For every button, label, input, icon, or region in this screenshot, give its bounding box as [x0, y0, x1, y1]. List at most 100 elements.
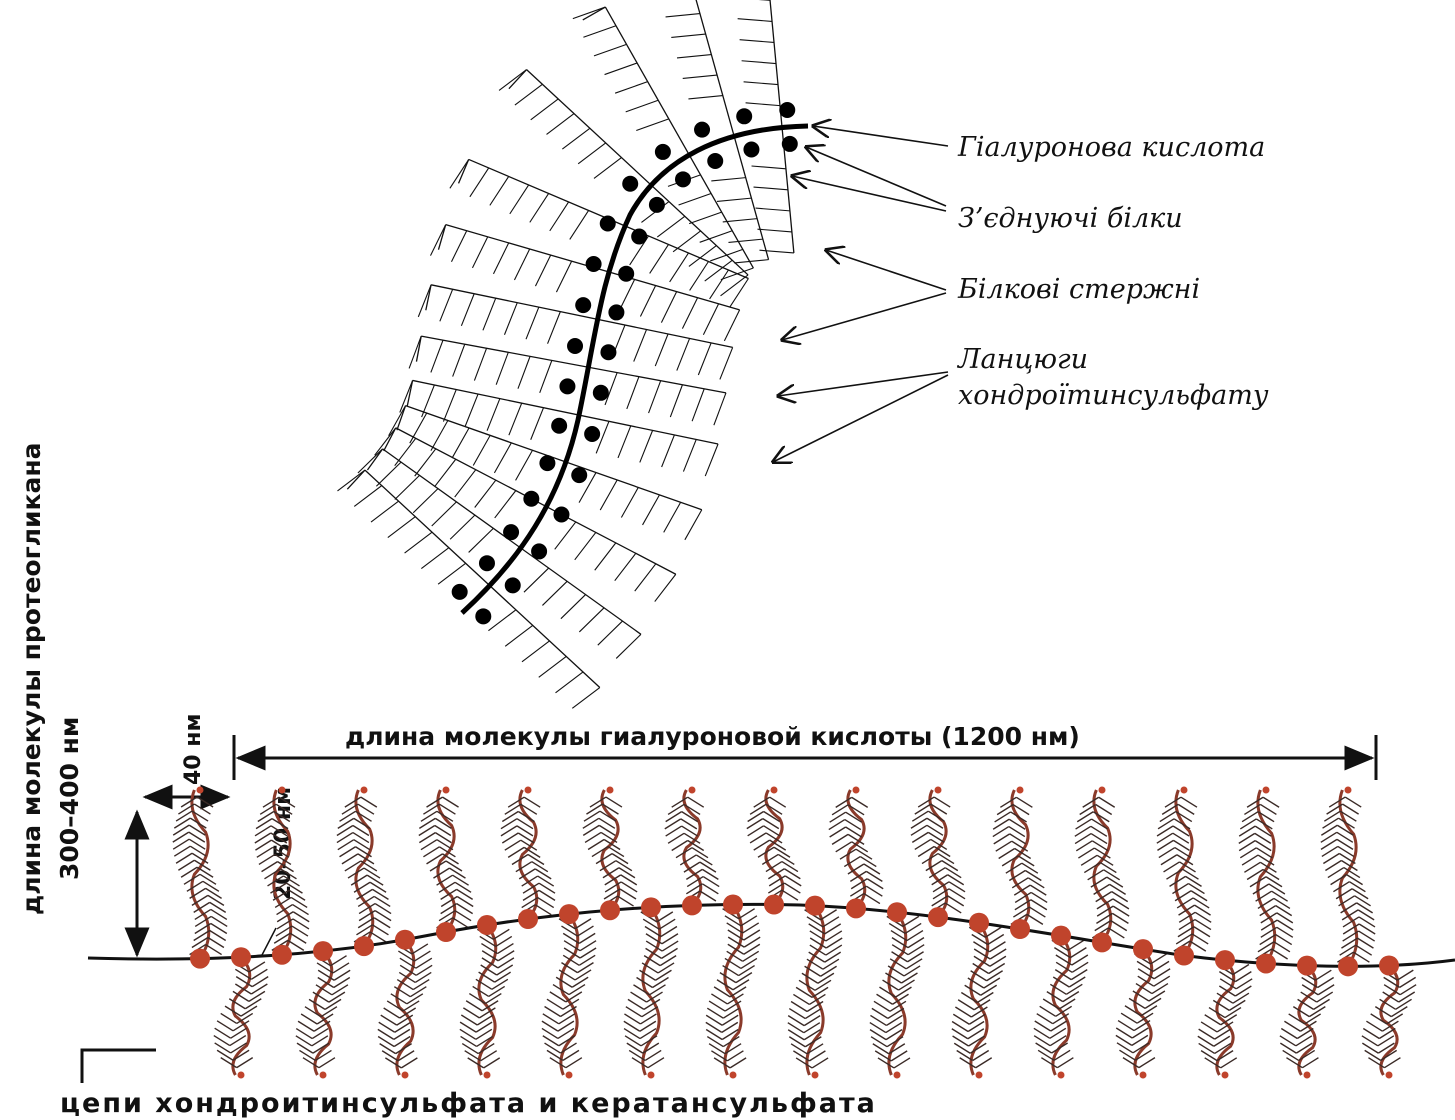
gag-chain	[215, 1028, 231, 1038]
gag-chain	[1186, 876, 1202, 886]
gag-chain	[899, 980, 915, 990]
strand-tip	[484, 1072, 491, 1079]
gag-chain	[812, 987, 828, 997]
cs-chain-bristle	[744, 82, 778, 85]
cs-chain-bristle	[685, 510, 702, 540]
proteoglycan-strand	[747, 787, 801, 905]
proteoglycan-strand	[1116, 949, 1170, 1078]
link-protein-dot	[782, 136, 798, 152]
cs-chain-bristle	[598, 621, 623, 645]
strand-tip	[648, 1072, 655, 1079]
gag-chain	[1153, 961, 1169, 971]
gag-chain	[905, 923, 921, 933]
cs-chain-bristle	[465, 394, 478, 426]
gag-chain	[237, 1058, 253, 1068]
link-node	[928, 907, 948, 927]
link-node	[1010, 919, 1030, 939]
gag-chain	[1121, 1013, 1137, 1023]
gag-chain	[1191, 891, 1207, 901]
gag-chain	[960, 1058, 976, 1068]
link-node	[641, 897, 661, 917]
link-node	[1256, 953, 1276, 973]
gag-chain	[1315, 970, 1331, 980]
gag-chain	[727, 1051, 743, 1061]
gag-chain	[1293, 1007, 1309, 1017]
link-protein-dot	[571, 467, 587, 483]
cs-chain-bristle	[643, 495, 660, 525]
cs-chain-bristle	[703, 304, 718, 335]
cs-chain-bristle	[756, 208, 790, 211]
gag-chain	[1166, 869, 1182, 879]
gag-chain	[561, 1043, 577, 1053]
strand-tip	[689, 787, 696, 794]
gag-chain	[741, 916, 757, 926]
cs-chain-bristle	[405, 532, 433, 553]
gag-chain	[423, 847, 439, 857]
gag-chain	[1159, 848, 1175, 858]
gag-chain	[832, 834, 848, 844]
cs-chain-bristle	[759, 250, 793, 253]
gag-chain	[194, 804, 210, 814]
core-protein-bristles	[337, 0, 793, 708]
gag-chain	[370, 882, 386, 892]
gag-chain	[1347, 875, 1363, 885]
cs-chain-bristle	[618, 426, 631, 458]
gag-chain	[628, 999, 644, 1009]
gag-chain	[290, 933, 306, 943]
gag-chain	[414, 951, 430, 961]
gag-chain	[791, 1044, 807, 1054]
cs-chain-bristle	[594, 158, 622, 179]
link-protein-dot	[584, 426, 600, 442]
gag-chain	[1397, 970, 1413, 980]
gag-chain	[200, 874, 216, 884]
strand-tip	[894, 1072, 901, 1079]
gag-chain	[505, 840, 521, 850]
gag-chain	[427, 797, 443, 807]
gag-chain	[1052, 1043, 1068, 1053]
cs-chain-bristle	[509, 403, 522, 435]
cs-chain-bristle	[548, 312, 561, 344]
cs-chain-bristle	[688, 96, 722, 99]
cs-chain-bristle	[490, 176, 509, 205]
gag-chain	[864, 894, 880, 904]
cs-chain-bristle	[415, 449, 436, 476]
label-cs-chains-line1: Ланцюги	[956, 344, 1088, 375]
strand-tip	[1181, 787, 1188, 794]
gag-chain	[987, 971, 1003, 981]
gag-chain	[1221, 1058, 1237, 1068]
gag-chain	[619, 868, 635, 878]
cs-chain-bristle	[562, 128, 590, 149]
gag-chain	[1355, 896, 1371, 906]
gag-chain	[812, 1058, 828, 1068]
gag-chain	[1274, 898, 1290, 908]
gag-chain	[575, 970, 591, 980]
gag-chain	[358, 804, 374, 814]
gag-chain	[372, 925, 388, 935]
cs-chain-bristle	[493, 243, 508, 274]
link-node	[1092, 932, 1112, 952]
gag-chain	[852, 797, 868, 807]
strand-tip	[566, 1072, 573, 1079]
strand-tip	[607, 787, 614, 794]
gag-chain	[739, 966, 755, 976]
cs-chain-bristle	[583, 26, 616, 38]
cs-chain-bristle	[550, 202, 569, 231]
cs-chain-bristle	[461, 294, 474, 326]
gag-chain	[1139, 1058, 1155, 1068]
gag-chain	[1165, 797, 1181, 807]
cs-chain-bristle	[515, 84, 543, 105]
gag-chain	[1110, 884, 1126, 894]
cs-chain-bristle	[505, 625, 533, 646]
gag-chain	[563, 1050, 579, 1060]
proteoglycan-strand	[665, 787, 719, 906]
gag-chain	[961, 992, 977, 1002]
gag-chain	[874, 1001, 890, 1011]
gag-chain	[299, 1050, 315, 1060]
cs-chain-bristle	[655, 334, 668, 366]
gag-chain	[421, 840, 437, 850]
link-node	[805, 896, 825, 916]
link-protein-dot	[503, 524, 519, 540]
gag-chain	[945, 868, 961, 878]
gag-chain	[381, 1015, 397, 1025]
cs-chain-bristle	[531, 99, 559, 120]
